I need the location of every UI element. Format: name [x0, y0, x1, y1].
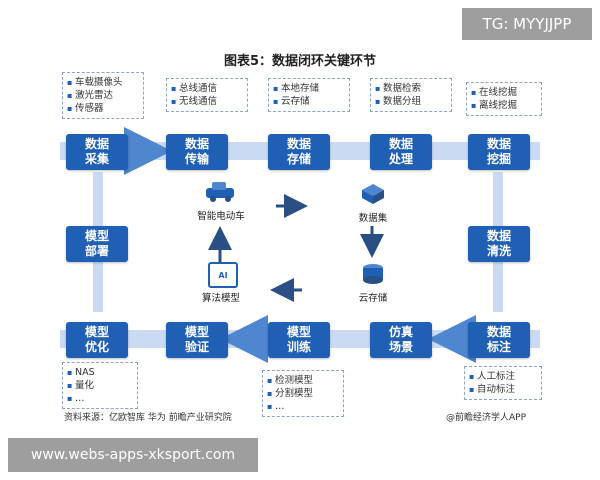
box-model-deploy: 模型 部署 [66, 226, 128, 262]
car-icon [206, 182, 234, 202]
label-algo: 算法模型 [201, 293, 240, 304]
label-car: 智能电动车 [197, 211, 245, 222]
note-data-transfer: 总线通信无线通信 [166, 78, 248, 112]
box-model-optimize: 模型 优化 [66, 322, 128, 358]
box-sim-scene: 仿真 场景 [370, 322, 432, 358]
cloud-storage-icon [363, 264, 383, 284]
diagram-title: 图表5：数据闭环关键环节 [223, 54, 377, 69]
note-data-label: 人工标注自动标注 [464, 366, 542, 400]
note-model-optimize: NAS量化… [62, 362, 138, 409]
box-data-transfer: 数据 传输 [166, 134, 228, 170]
url-badge: www.webs-apps-xksport.com [8, 438, 258, 472]
note-data-storage: 本地存储云存储 [268, 78, 350, 112]
watermark-text: @前瞻经济学人APP [446, 413, 527, 423]
box-data-mining: 数据 挖掘 [468, 134, 530, 170]
note-data-processing: 数据检索数据分组 [370, 78, 452, 112]
dataset-icon [362, 184, 384, 204]
box-data-storage: 数据 存储 [268, 134, 330, 170]
note-data-mining: 在线挖掘离线挖掘 [466, 82, 542, 116]
algorithm-model-icon: AI [208, 262, 238, 288]
label-dataset: 数据集 [358, 213, 388, 224]
box-data-cleaning: 数据 清洗 [468, 226, 530, 262]
source-text: 资料来源：亿欧智库 华为 前瞻产业研究院 [64, 413, 232, 423]
note-model-train: 检测模型分割模型… [262, 370, 344, 417]
note-data-collection: 车载摄像头激光雷达传感器 [62, 72, 144, 119]
box-data-collection: 数据 采集 [66, 134, 128, 170]
box-model-train: 模型 训练 [268, 322, 330, 358]
label-cloud: 云存储 [358, 293, 388, 304]
box-data-processing: 数据 处理 [370, 134, 432, 170]
box-data-label: 数据 标注 [468, 322, 530, 358]
box-model-verify: 模型 验证 [166, 322, 228, 358]
tg-badge: TG: MYYJJPP [462, 8, 592, 40]
